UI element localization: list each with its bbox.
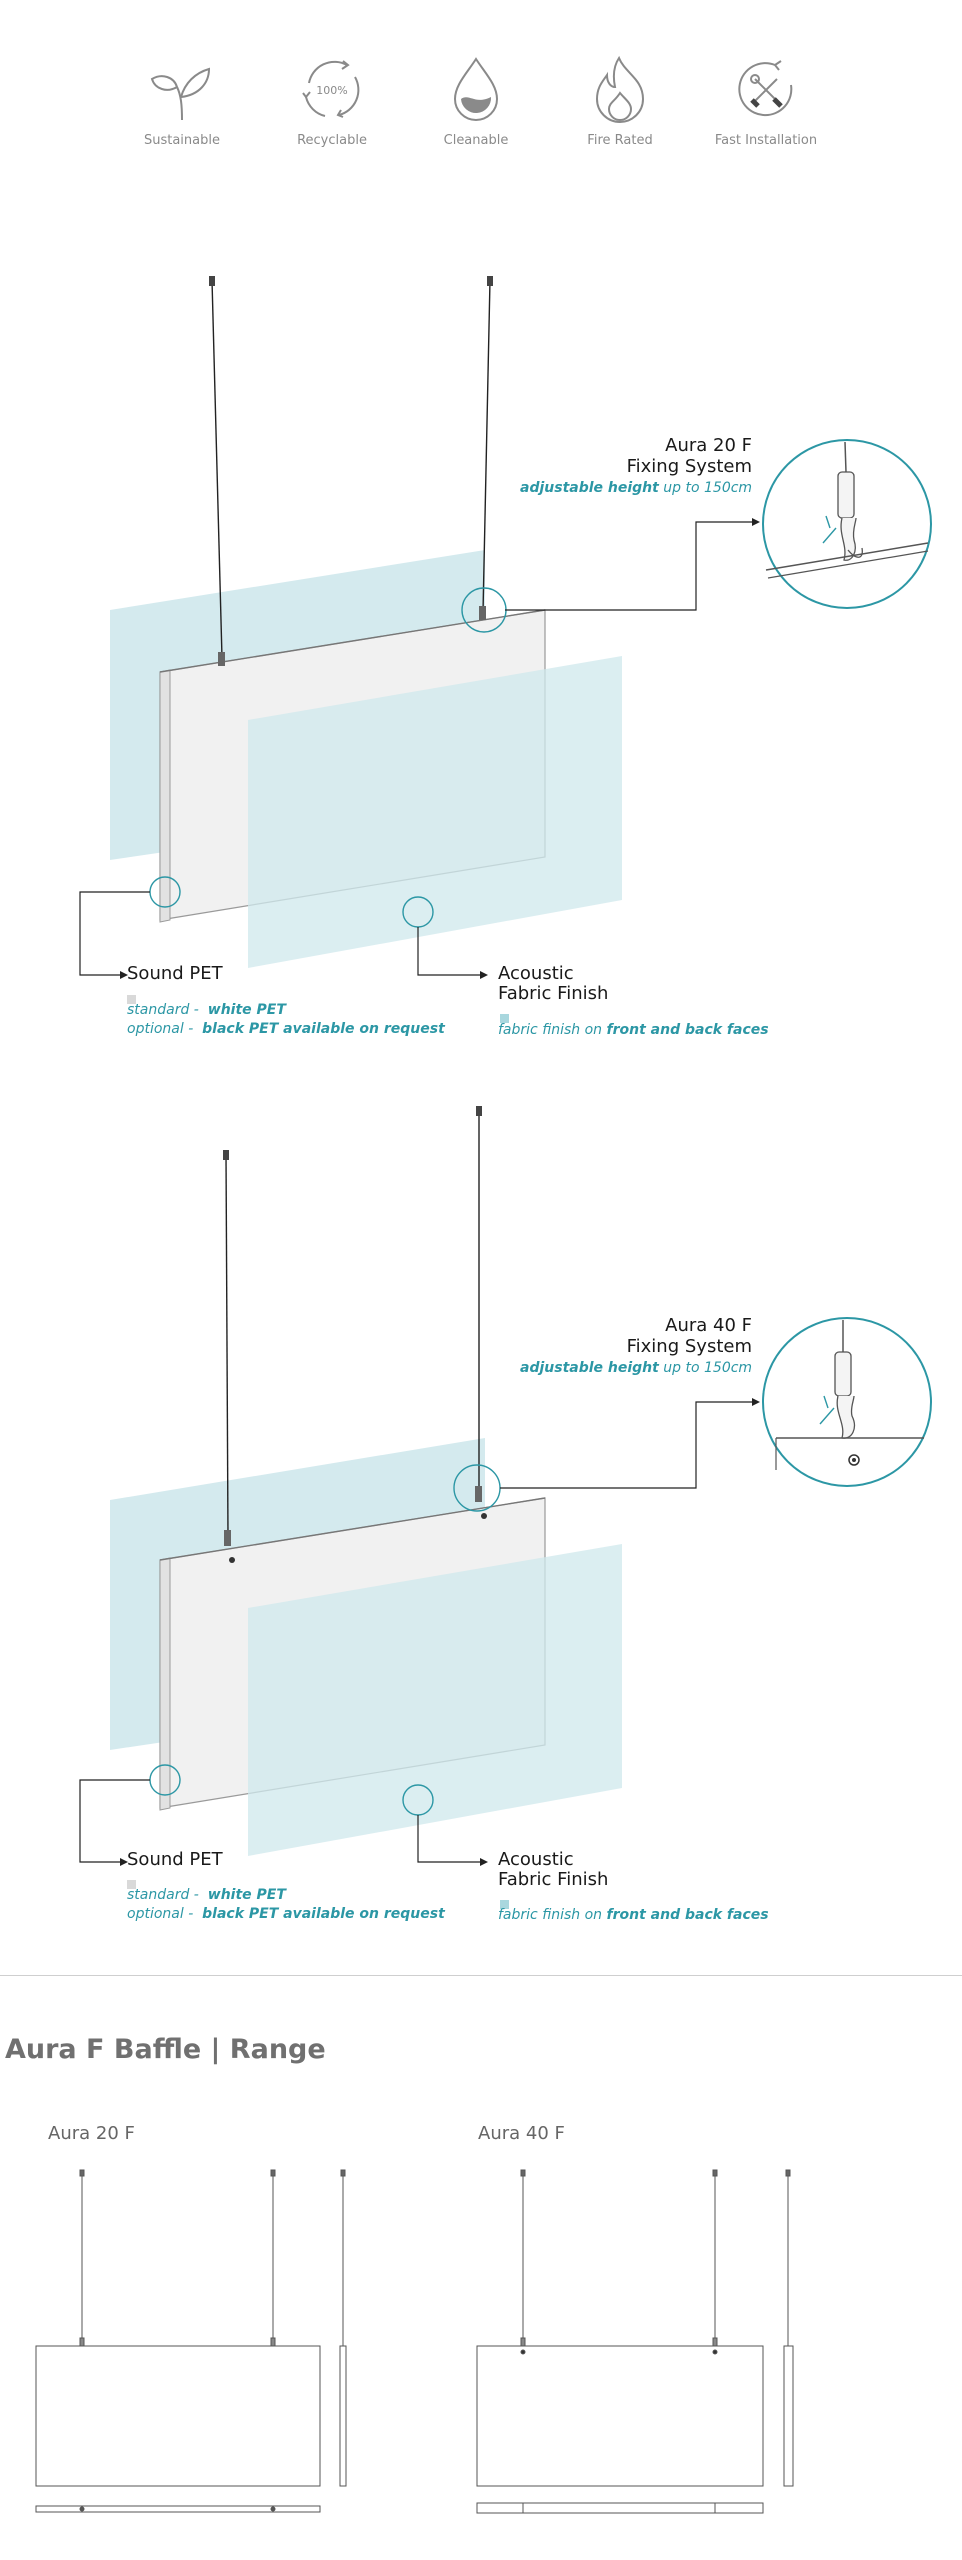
cable-right [482,279,491,613]
fabric-square [500,1008,509,1027]
feature-label: Fast Installation [714,133,818,148]
feature-label: Fire Rated [587,133,653,148]
feature-label: Recyclable [297,133,367,148]
range-drawings [35,2169,794,2514]
feature-cleanable: Cleanable [406,55,546,148]
sprout-icon [150,67,211,121]
fabric-sub: fabric finish on front and back faces [498,1907,769,1923]
fabric-sub: fabric finish on front and back faces [498,1022,769,1038]
feature-label: Cleanable [443,133,509,148]
diagram-aura-20f: Aura 20 F Fixing System adjustable heigh… [0,260,962,1060]
fabric-title: Acoustic Fabric Finish [498,963,609,1004]
fixing-title: Aura 40 F Fixing System [626,1315,752,1357]
water-drop-icon [453,57,499,121]
fixing-subtitle: adjustable height up to 150cm [520,1360,753,1376]
cable-left [211,279,223,659]
range-aura-40f [476,2169,794,2514]
feature-fast-installation: Fast Installation [696,55,836,148]
range-title: Aura F Baffle | Range [5,2034,326,2065]
pet-square [127,989,136,1008]
features-row: Sustainable 100% Recyclable Cleanable [0,55,962,185]
pet-title: Sound PET [127,1849,223,1870]
pet-optional: optional - black PET available on reques… [127,1021,445,1037]
baffle-drawing [79,276,932,979]
feature-fire-rated: Fire Rated [550,55,690,148]
pet-optional: optional - black PET available on reques… [127,1906,445,1922]
diagram-aura-40f: Aura 40 F Fixing System adjustable heigh… [0,1090,962,1950]
section-divider [0,1975,962,1976]
range-aura-20f [35,2169,347,2513]
grip-left [218,652,225,666]
cable-left [225,1153,229,1539]
flame-icon [595,55,645,123]
pet-square [127,1874,136,1893]
tools-icon [738,60,793,117]
fabric-title: Acoustic Fabric Finish [498,1849,609,1890]
pet-standard: standard - white PET [127,1002,286,1018]
baffle-edge [159,669,171,923]
pet-standard: standard - white PET [127,1887,286,1903]
fabric-panel-front [248,656,622,968]
grip-right [479,606,486,620]
range-label-aura-40f: Aura 40 F [478,2123,565,2144]
feature-recyclable: 100% Recyclable [262,55,402,148]
recycle-icon: 100% [302,60,360,118]
cable-top-right [487,276,493,286]
baffle-drawing [79,1106,932,1866]
range-label-aura-20f: Aura 20 F [48,2123,135,2144]
fixing-subtitle: adjustable height up to 150cm [520,480,753,496]
feature-sustainable: Sustainable [112,55,252,148]
feature-label: Sustainable [143,133,220,148]
pet-title: Sound PET [127,963,223,984]
cable-top-left [209,276,215,286]
fabric-panel-front [248,1544,622,1856]
svg-text:100%: 100% [316,84,347,97]
fabric-square [500,1894,509,1913]
fixing-title: Aura 20 F Fixing System [626,435,752,477]
